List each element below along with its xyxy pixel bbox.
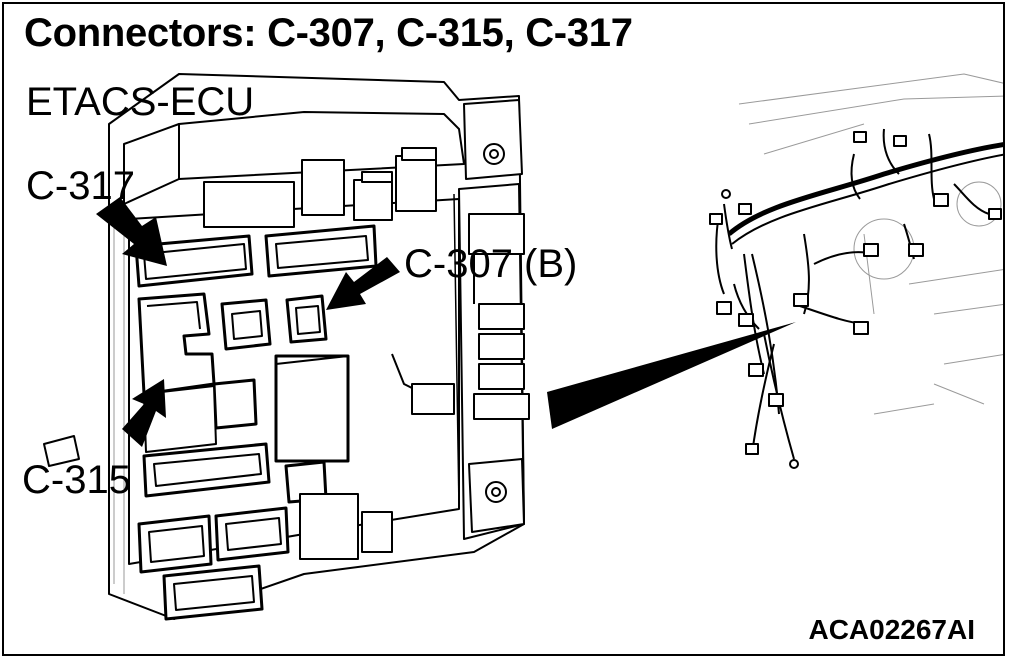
etacs-ecu-illustration (43, 73, 1003, 621)
connector-c307-shape (285, 294, 328, 344)
arrow-c307 (326, 257, 400, 310)
c315-label: C-315 (22, 458, 131, 502)
dashboard-harness (709, 73, 1003, 469)
arrow-c317 (96, 197, 167, 266)
c307-label: C-307 (B) (404, 242, 578, 286)
figure-code: ACA02267AI (808, 614, 975, 645)
etacs-ecu-label: ETACS-ECU (26, 80, 255, 124)
leader-wedge (547, 322, 796, 429)
relay-block (203, 147, 437, 228)
connector-c317-shape (134, 234, 254, 288)
fuse-strip (468, 213, 530, 420)
c317-label: C-317 (26, 164, 135, 208)
diagram-title: Connectors: C-307, C-315, C-317 (24, 11, 633, 55)
arrow-c315 (122, 379, 166, 447)
